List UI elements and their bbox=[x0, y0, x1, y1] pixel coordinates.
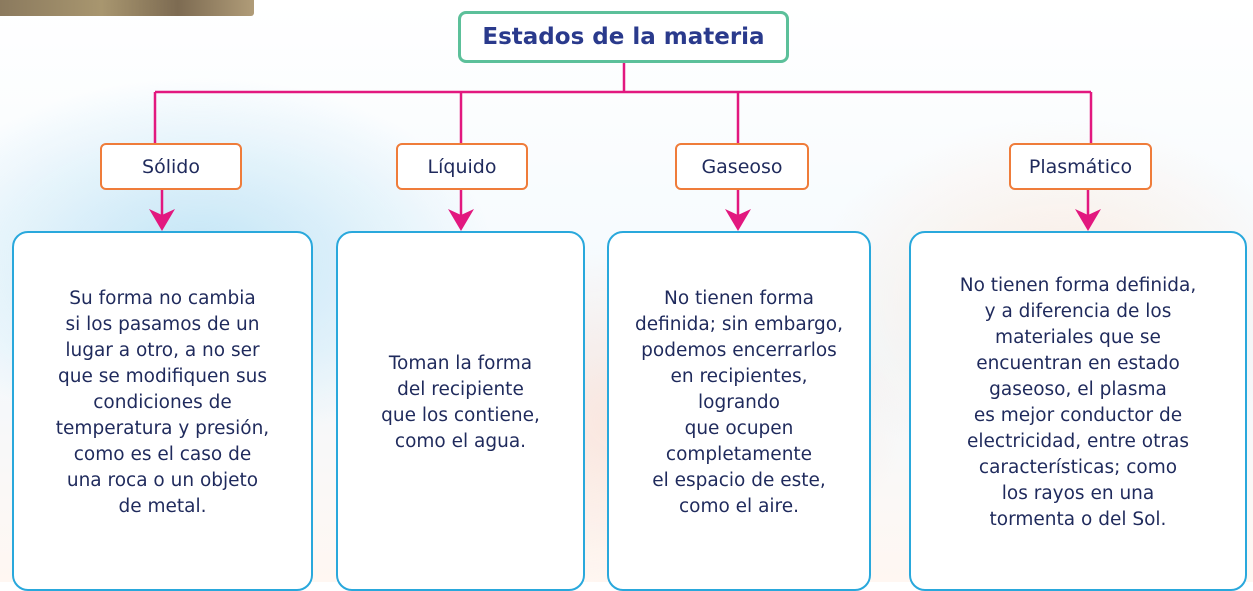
diagram-title: Estados de la materia bbox=[458, 11, 789, 63]
category-plasmatico: Plasmático bbox=[1009, 143, 1152, 190]
photo-corner-image bbox=[0, 0, 254, 16]
category-solido: Sólido bbox=[100, 143, 242, 190]
description-solido: Su forma no cambia si los pasamos de un … bbox=[12, 231, 313, 591]
description-gaseoso: No tienen forma definida; sin embargo, p… bbox=[607, 231, 871, 591]
category-gaseoso: Gaseoso bbox=[675, 143, 809, 190]
description-plasmatico: No tienen forma definida, y a diferencia… bbox=[909, 231, 1247, 591]
arrowhead-solido bbox=[149, 209, 175, 231]
arrowhead-plasmatico bbox=[1075, 209, 1101, 231]
category-liquido: Líquido bbox=[396, 143, 528, 190]
description-liquido: Toman la forma del recipiente que los co… bbox=[336, 231, 585, 591]
arrowhead-gaseoso bbox=[725, 209, 751, 231]
arrowhead-liquido bbox=[448, 209, 474, 231]
